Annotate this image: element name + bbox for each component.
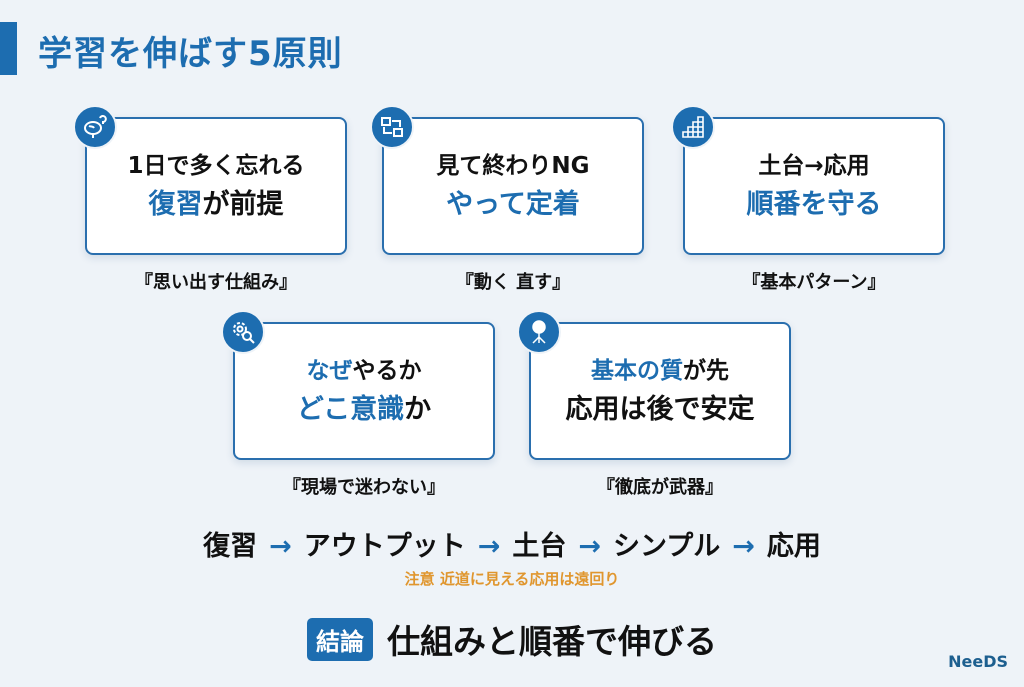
- flow-step: シンプル: [613, 531, 721, 562]
- card-line2: 順番を守る: [747, 185, 882, 225]
- card-caption: 『現場で迷わない』: [283, 477, 445, 498]
- flow-step: 応用: [766, 531, 821, 562]
- card-text-segment: 基本の質: [591, 358, 683, 384]
- card-line2: 応用は後で安定: [566, 390, 755, 430]
- page-title: 学習を伸ばす5原則: [38, 34, 343, 74]
- card-line1: 土台→応用: [758, 147, 869, 185]
- card-line1: 1日で多く忘れる: [127, 147, 304, 185]
- flow-step: アウトプット: [303, 531, 466, 562]
- brain-question-icon: [73, 105, 117, 149]
- caution-note: 注意 近道に見える応用は遠回り: [404, 570, 620, 588]
- card-line2: やって定着: [446, 185, 580, 225]
- principle-card: 1日で多く忘れる復習が前提: [73, 105, 347, 255]
- principle-card: 土台→応用順番を守る: [671, 105, 945, 255]
- cycle-arrows-icon: [370, 105, 414, 149]
- principle-card: なぜやるかどこ意識か: [221, 310, 495, 460]
- conclusion: 結論 仕組みと順番で伸びる: [0, 615, 1024, 663]
- conclusion-text: 仕組みと順番で伸びる: [387, 622, 717, 661]
- card-text-segment: なぜ: [306, 358, 353, 384]
- card-caption: 『動く 直す』: [455, 272, 571, 293]
- arrow-right-icon: →: [269, 531, 292, 562]
- card-text-segment: 復習: [148, 189, 203, 220]
- card-text-segment: やって定着: [446, 189, 580, 220]
- card-line2: 復習が前提: [149, 185, 284, 225]
- card-text-segment: か: [404, 394, 432, 425]
- arrow-right-icon: →: [578, 531, 602, 562]
- card-caption: 『思い出す仕組み』: [135, 272, 297, 293]
- arrow-right-icon: →: [477, 531, 501, 562]
- card-line1: 基本の質が先: [591, 352, 729, 390]
- card-text-segment: 1日で多く忘れる: [127, 153, 305, 179]
- tree-roots-icon: [517, 310, 561, 354]
- card-text-segment: 見て終わりNG: [436, 153, 590, 179]
- conclusion-badge: 結論: [307, 617, 373, 661]
- principle-card: 見て終わりNG やって定着: [370, 105, 644, 255]
- principle-card: 基本の質が先応用は後で安定: [517, 310, 791, 460]
- card-text-segment: が先: [683, 358, 729, 384]
- card-caption: 『徹底が武器』: [597, 477, 723, 498]
- flow-step: 復習: [203, 531, 258, 562]
- card-caption: 『基本パターン』: [742, 272, 886, 293]
- gear-search-icon: [221, 310, 265, 354]
- card-line1: 見て終わりNG: [436, 147, 589, 185]
- card-text-segment: 土台→応用: [758, 153, 870, 179]
- card-line1: なぜやるか: [307, 352, 422, 390]
- card-text-segment: やるか: [352, 358, 422, 384]
- arrow-right-icon: →: [732, 531, 755, 562]
- card-text-segment: 順番を守る: [746, 189, 882, 220]
- card-text-segment: が前提: [202, 189, 284, 220]
- card-text-segment: 応用は後で安定: [565, 394, 755, 425]
- title-accent-bar: [0, 22, 17, 75]
- logo: NeeDS: [948, 652, 1008, 671]
- stairs-grid-icon: [671, 105, 715, 149]
- card-text-segment: どこ意識: [296, 394, 405, 425]
- flow-step: 土台: [512, 531, 567, 562]
- flow-sequence: 復習 → アウトプット → 土台 → シンプル → 応用: [0, 524, 1024, 563]
- card-line2: どこ意識か: [297, 390, 431, 430]
